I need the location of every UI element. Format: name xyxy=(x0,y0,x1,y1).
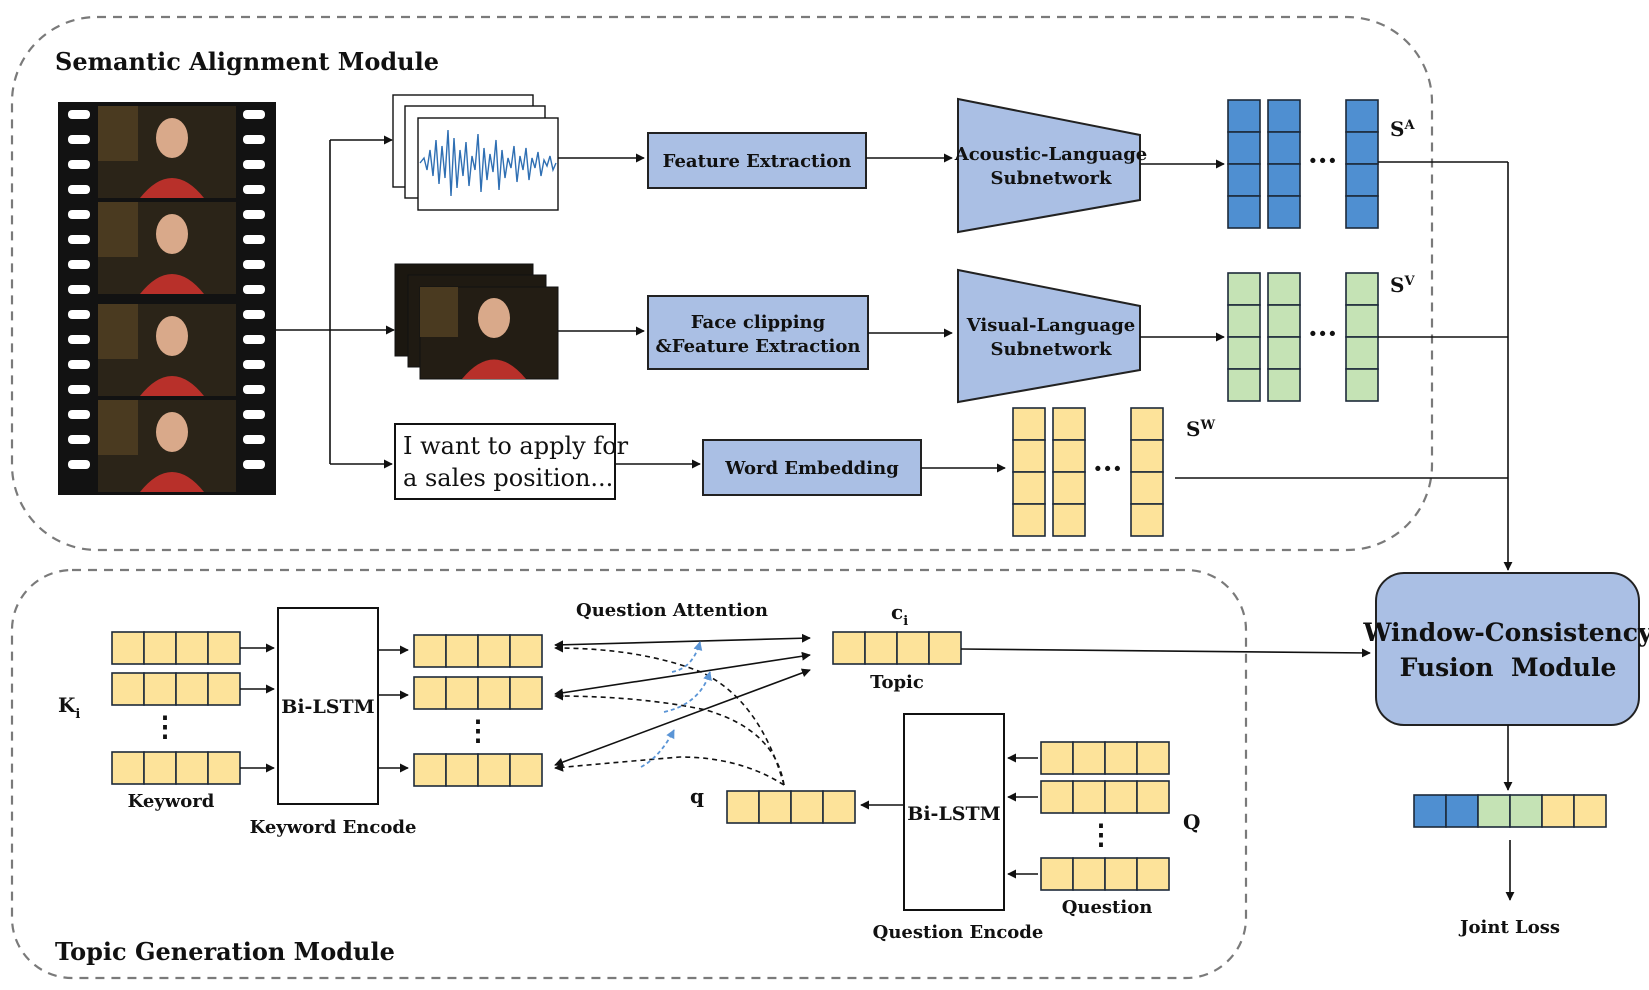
keyword-bilstm-label: Bi-LSTM xyxy=(281,696,374,718)
encoded-keyword-rows xyxy=(413,634,543,787)
semantic-alignment-region xyxy=(10,15,1434,552)
topic-vector xyxy=(832,631,962,665)
sa-embedding-columns xyxy=(1227,99,1379,229)
topic-generation-title: Topic Generation Module xyxy=(55,937,395,966)
encoded-vertical-ellipsis: ⋮ xyxy=(464,714,492,747)
sv-embedding-columns xyxy=(1227,272,1379,402)
Q-label: Q xyxy=(1183,810,1200,834)
question-rows xyxy=(1040,741,1170,891)
keyword-bilstm-box xyxy=(277,607,379,805)
sa-ellipsis: ··· xyxy=(1308,144,1337,177)
ci-label: ci xyxy=(891,600,908,629)
video-frame xyxy=(98,304,236,396)
topic-label: Topic xyxy=(870,672,924,693)
keyword-rows xyxy=(111,631,241,785)
question-vertical-ellipsis: ⋮ xyxy=(1087,818,1115,851)
keyword-vertical-ellipsis: ⋮ xyxy=(151,710,179,743)
visual-language-subnetwork xyxy=(957,268,1141,404)
face-clipping-box xyxy=(647,295,869,370)
feature-extraction-box xyxy=(647,132,867,189)
question-summary-vector xyxy=(726,790,856,824)
acoustic-language-subnetwork xyxy=(957,97,1141,234)
question-encode-label: Question Encode xyxy=(873,922,1044,943)
fused-representation xyxy=(1413,794,1607,828)
face-image-stack xyxy=(394,263,559,380)
fusion-label-2: Fusion Module xyxy=(1400,653,1617,682)
visual-label-1: Visual-Language xyxy=(966,315,1135,336)
audio-waveform-stack xyxy=(392,94,559,211)
topic-generation-region xyxy=(10,568,1248,980)
feature-extraction-label: Feature Extraction xyxy=(663,151,852,172)
sa-label: SA xyxy=(1390,117,1415,141)
acoustic-label-1: Acoustic-Language xyxy=(954,144,1148,165)
video-frame xyxy=(98,400,236,492)
joint-loss-label: Joint Loss xyxy=(1458,917,1560,938)
visual-label-2: Subnetwork xyxy=(991,339,1113,360)
fusion-input-connectors xyxy=(1175,161,1513,571)
film-holes-left xyxy=(68,110,90,469)
video-frame xyxy=(98,202,236,294)
sw-embedding-columns xyxy=(1012,407,1164,537)
film-holes-right xyxy=(243,110,265,469)
transcript-box xyxy=(394,423,616,500)
ki-label: Ki xyxy=(58,693,80,722)
face-clipping-label-2: &Feature Extraction xyxy=(656,336,861,357)
video-frame xyxy=(98,106,236,198)
sw-ellipsis: ··· xyxy=(1093,452,1122,485)
sv-label: SV xyxy=(1390,273,1415,297)
word-embedding-label: Word Embedding xyxy=(724,458,899,479)
fusion-label-1: Window-Consistency xyxy=(1362,618,1649,647)
word-embedding-box xyxy=(702,439,922,496)
window-consistency-fusion-module xyxy=(1375,572,1640,726)
question-bilstm-box xyxy=(903,713,1005,911)
semantic-alignment-title: Semantic Alignment Module xyxy=(55,47,439,76)
transcript-line-2: a sales position... xyxy=(403,464,613,492)
question-attention-label: Question Attention xyxy=(576,600,768,621)
video-filmstrip xyxy=(58,102,276,495)
keyword-label: Keyword xyxy=(128,791,215,812)
input-split-connectors xyxy=(276,135,395,469)
acoustic-label-2: Subnetwork xyxy=(991,168,1113,189)
question-label: Question xyxy=(1062,897,1153,918)
waveform xyxy=(419,129,557,197)
sw-label: SW xyxy=(1186,417,1215,441)
keyword-encode-label: Keyword Encode xyxy=(250,817,417,838)
q-label: q xyxy=(690,784,704,808)
transcript-line-1: I want to apply for xyxy=(403,432,629,460)
attention-connectors xyxy=(554,633,811,786)
sv-ellipsis: ··· xyxy=(1308,317,1337,350)
question-bilstm-label: Bi-LSTM xyxy=(907,803,1000,825)
face-clipping-label-1: Face clipping xyxy=(691,312,826,333)
